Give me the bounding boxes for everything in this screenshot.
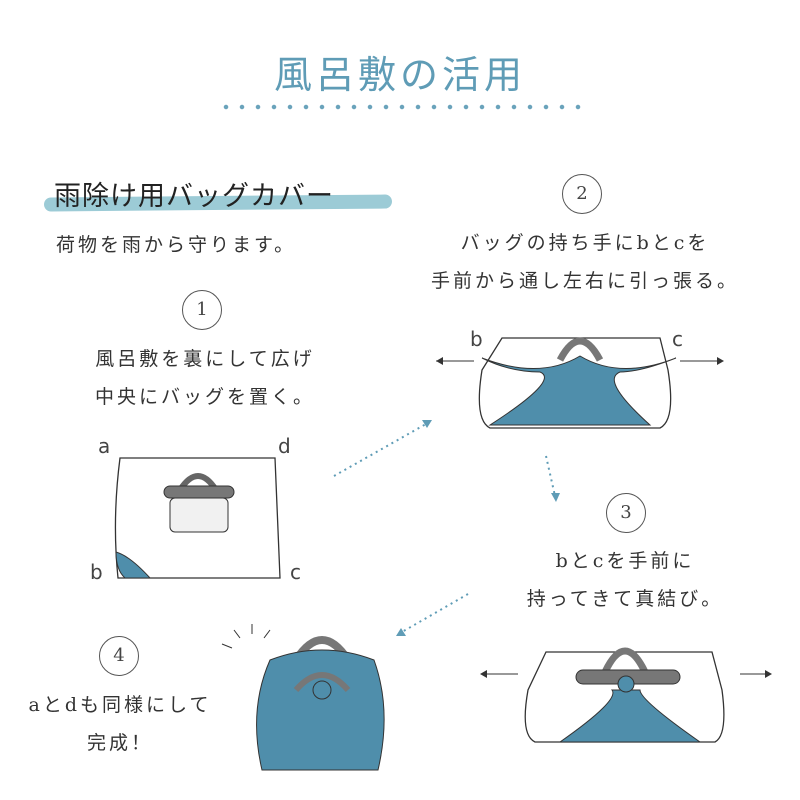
step-line: bとcを手前に [555, 550, 695, 572]
section-description: 荷物を雨から守ります。 [56, 234, 297, 256]
step-number: 2 [562, 174, 602, 214]
corner-c: c [672, 327, 683, 351]
step-number: 1 [182, 290, 222, 330]
step4-illustration [221, 624, 385, 771]
step-line: aとdも同様にして [28, 694, 212, 716]
step-line: 風呂敷を裏にして広げ [95, 348, 315, 370]
step1-illustration [114, 457, 281, 579]
flow-arrows [333, 423, 556, 633]
corner-a: a [98, 434, 111, 458]
step1-text: 風呂敷を裏にして広げ中央にバッグを置く。 [40, 340, 370, 416]
dotted-divider [218, 104, 588, 110]
step3-text: bとcを手前に持ってきて真結び。 [480, 542, 770, 618]
corner-b: b [470, 327, 483, 351]
step4-text: aとdも同様にして完成！ [10, 686, 230, 762]
section-heading: 雨除け用バッグカバー [54, 181, 334, 212]
step-number: 3 [606, 493, 646, 533]
page-title: 風呂敷の活用 [273, 53, 526, 97]
corner-c: c [290, 560, 301, 584]
step2-illustration [436, 337, 724, 429]
step-line: 手前から通し左右に引っ張る。 [430, 270, 739, 292]
corner-d: d [278, 434, 291, 458]
step-number: 4 [99, 636, 139, 676]
step-line: 完成！ [86, 732, 153, 754]
step2-text: バッグの持ち手にbとcを手前から通し左右に引っ張る。 [400, 224, 770, 300]
step-line: バッグの持ち手にbとcを [460, 232, 710, 254]
corner-b: b [90, 560, 103, 584]
step-line: 中央にバッグを置く。 [94, 386, 315, 408]
step-line: 持ってきて真結び。 [526, 588, 724, 610]
step3-illustration [480, 647, 772, 743]
